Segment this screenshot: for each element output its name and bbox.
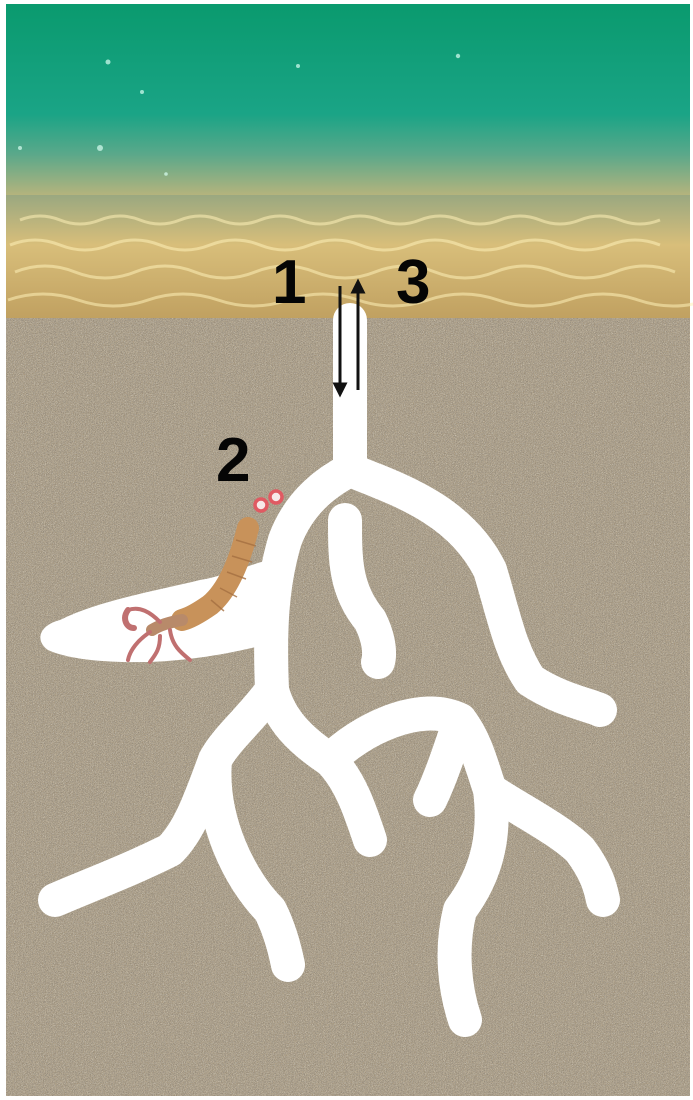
seabed-surface [6, 195, 690, 320]
step-label-3: 3 [396, 252, 430, 314]
step-label-1: 1 [272, 252, 306, 314]
step-label-2: 2 [216, 430, 250, 492]
water-background [6, 4, 690, 204]
